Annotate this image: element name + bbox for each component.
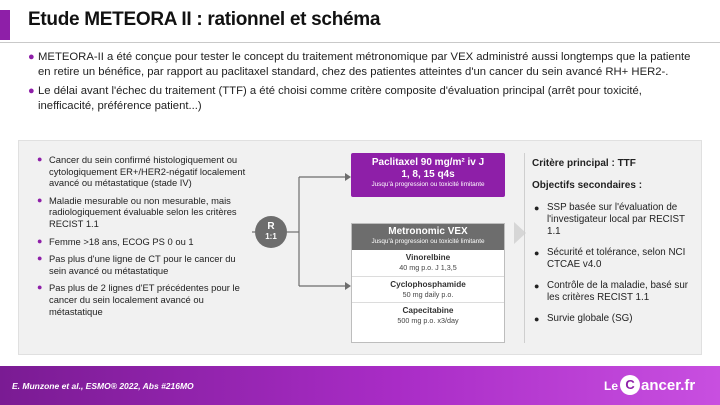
criteria-text: Pas plus de 2 lignes d'ET précédentes po… <box>49 282 240 317</box>
criteria-text: Maladie mesurable ou non mesurable, mais… <box>49 194 237 229</box>
criteria-item: ● Pas plus d'une ligne de CT pour le can… <box>37 253 252 276</box>
secondary-endpoint-item: ● Sécurité et tolérance, selon NCI CTCAE… <box>532 247 692 271</box>
criteria-item: ● Cancer du sein confirmé histologiqueme… <box>37 154 252 189</box>
drug-name: Capecitabine <box>402 306 454 315</box>
secondary-endpoints-header: Objectifs secondaires : <box>532 180 643 191</box>
endpoints-section: Critère principal : TTF Objectifs second… <box>532 158 692 334</box>
chevron-right-icon <box>514 222 526 244</box>
title-accent-bar <box>0 10 10 40</box>
criteria-text: Cancer du sein confirmé histologiquement… <box>49 154 246 189</box>
criteria-text: Femme >18 ans, ECOG PS 0 ou 1 <box>49 235 194 247</box>
drug-name: Cyclophosphamide <box>390 280 466 289</box>
secondary-endpoint-item: ● Contrôle de la maladie, basé sur les c… <box>532 280 692 304</box>
bullet-icon: ● <box>37 253 43 264</box>
randomization-ratio: 1:1 <box>265 232 277 241</box>
logo-rest: ancer.fr <box>641 377 696 394</box>
primary-endpoint: Critère principal : TTF <box>532 158 636 169</box>
bullet-icon: ● <box>37 194 43 205</box>
paclitaxel-title-line2: 1, 8, 15 q4s <box>401 168 455 180</box>
drug-name: Vinorelbine <box>405 253 451 262</box>
criteria-text: Pas plus d'une ligne de CT pour le cance… <box>49 253 236 276</box>
bullet-icon: ● <box>534 203 540 213</box>
drug-item: Vinorelbine 40 mg p.o. J 1,3,5 <box>352 250 504 276</box>
bullet-icon: ● <box>534 248 540 258</box>
vex-arm-header: Metronomic VEX Jusqu'à progression ou to… <box>352 224 504 250</box>
secondary-endpoint-text: Sécurité et tolérance, selon NCI CTCAE v… <box>547 247 686 270</box>
randomization-node: R 1:1 <box>255 216 287 248</box>
page-title: Etude METEORA II : rationnel et schéma <box>28 9 381 30</box>
intro-text: Le délai avant l'échec du traitement (TT… <box>38 85 642 112</box>
bullet-icon: ● <box>534 314 540 324</box>
bullet-icon: ● <box>534 281 540 291</box>
vex-arm-title: Metronomic VEX <box>388 226 468 237</box>
secondary-endpoint-item: ● Survie globale (SG) <box>532 313 692 325</box>
title-divider <box>0 42 720 43</box>
drug-dose: 40 mg p.o. J 1,3,5 <box>399 263 457 272</box>
logo-le: Le <box>604 379 619 393</box>
paclitaxel-arm-subtitle: Jusqu'à progression ou toxicité limitant… <box>371 181 485 188</box>
logo-c-mark: C <box>620 375 641 395</box>
secondary-endpoint-text: Contrôle de la maladie, basé sur les cri… <box>547 280 689 303</box>
footer-reference: E. Munzone et al., ESMO® 2022, Abs #216M… <box>12 381 194 391</box>
randomization-label: R <box>267 221 275 232</box>
paclitaxel-title-line1: Paclitaxel 90 mg/m² iv J <box>371 157 485 168</box>
bullet-icon: ● <box>37 282 43 293</box>
drug-dose: 500 mg p.o. x3/day <box>397 316 459 325</box>
vex-arm-subtitle: Jusqu'à progression ou toxicité limitant… <box>371 238 485 245</box>
intro-item: ● METEORA-II a été conçue pour tester le… <box>28 50 700 79</box>
bullet-icon: ● <box>28 85 35 97</box>
secondary-endpoint-text: Survie globale (SG) <box>547 313 633 324</box>
drug-item: Capecitabine 500 mg p.o. x3/day <box>352 302 504 328</box>
drug-item: Cyclophosphamide 50 mg daily p.o. <box>352 276 504 302</box>
drug-dose: 50 mg daily p.o. <box>402 290 454 299</box>
footer-bar: E. Munzone et al., ESMO® 2022, Abs #216M… <box>0 366 720 405</box>
intro-item: ● Le délai avant l'échec du traitement (… <box>28 84 700 113</box>
bullet-icon: ● <box>37 235 43 246</box>
paclitaxel-arm: Paclitaxel 90 mg/m² iv J 1, 8, 15 q4s Ju… <box>351 153 505 197</box>
criteria-item: ● Femme >18 ans, ECOG PS 0 ou 1 <box>37 236 252 248</box>
study-design-panel: ● Cancer du sein confirmé histologiqueme… <box>18 140 702 355</box>
flow-connectors <box>252 173 351 290</box>
endpoints-divider <box>524 153 525 343</box>
vex-arm: Metronomic VEX Jusqu'à progression ou to… <box>351 223 505 343</box>
criteria-item: ● Maladie mesurable ou non mesurable, ma… <box>37 195 252 230</box>
criteria-item: ● Pas plus de 2 lignes d'ET précédentes … <box>37 282 252 317</box>
secondary-endpoint-item: ● SSP basée sur l'évaluation de l'invest… <box>532 202 692 238</box>
inclusion-criteria-list: ● Cancer du sein confirmé histologiqueme… <box>37 154 252 323</box>
paclitaxel-arm-title: Paclitaxel 90 mg/m² iv J 1, 8, 15 q4s <box>351 153 505 180</box>
secondary-endpoint-text: SSP basée sur l'évaluation de l'investig… <box>547 202 685 237</box>
intro-list: ● METEORA-II a été conçue pour tester le… <box>28 50 700 118</box>
bullet-icon: ● <box>28 51 35 63</box>
intro-text: METEORA-II a été conçue pour tester le c… <box>38 51 691 78</box>
bullet-icon: ● <box>37 154 43 164</box>
